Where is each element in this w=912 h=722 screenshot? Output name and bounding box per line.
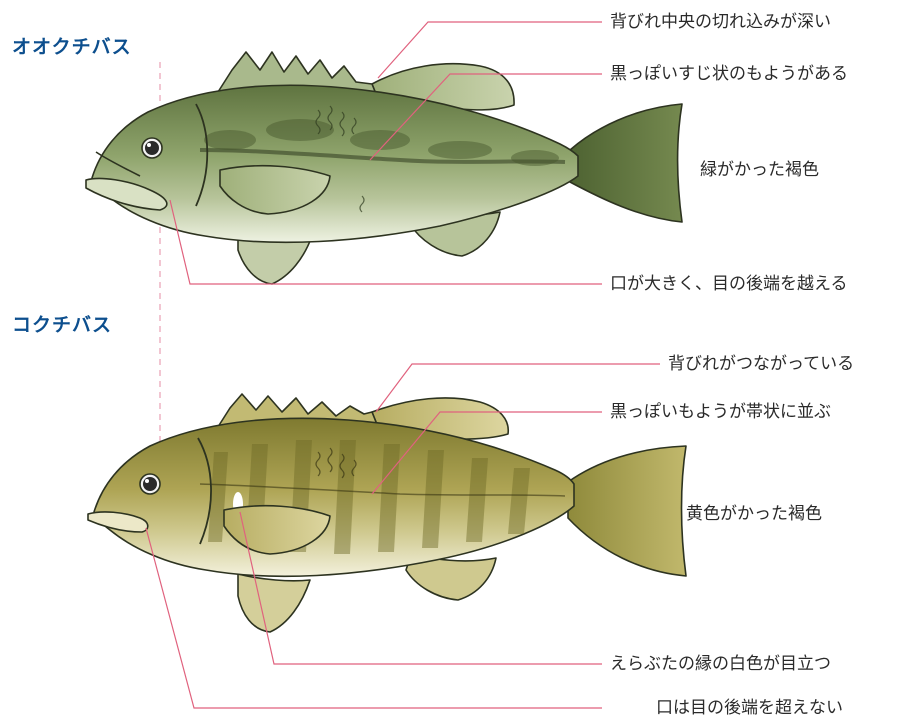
label-lm-markings: 黒っぽいすじ状のもようがある <box>610 64 848 84</box>
largemouth-title: オオクチバス <box>12 32 132 59</box>
largemouth-tail-fin <box>570 104 682 222</box>
label-sm-markings: 黒っぽいもようが帯状に並ぶ <box>610 402 831 422</box>
smallmouth-body <box>94 418 574 576</box>
smallmouth-title: コクチバス <box>12 310 112 337</box>
largemouth-bass-illustration <box>86 52 682 284</box>
label-sm-mouth: 口は目の後端を超えない <box>656 698 843 718</box>
smallmouth-pelvic-fin <box>238 574 310 632</box>
largemouth-body <box>92 85 578 242</box>
smallmouth-tail-fin <box>568 446 686 576</box>
label-sm-body-color: 黄色がかった褐色 <box>686 504 822 524</box>
label-sm-gill-cover: えらぶたの縁の白色が目立つ <box>610 654 831 674</box>
label-lm-dorsal-fin: 背びれ中央の切れ込みが深い <box>610 12 831 32</box>
label-lm-mouth: 口が大きく、目の後端を越える <box>610 274 848 294</box>
smallmouth-bass-illustration <box>88 394 686 632</box>
label-lm-body-color: 緑がかった褐色 <box>700 160 819 180</box>
label-sm-dorsal-fin: 背びれがつながっている <box>668 354 854 374</box>
